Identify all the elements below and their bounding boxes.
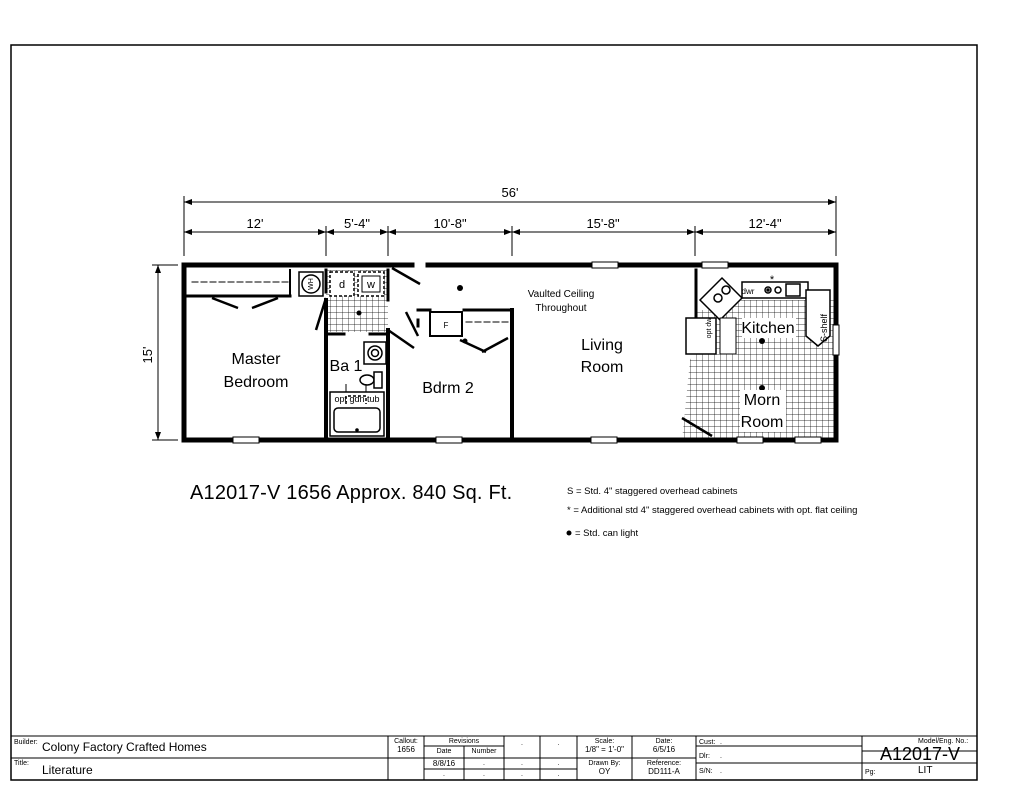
revision-date-value: 8/8/16 (432, 759, 456, 768)
revisions-label: Revisions (448, 738, 480, 745)
title-block-grid (11, 735, 977, 780)
title-value: Literature (42, 763, 93, 777)
can-light (457, 285, 463, 291)
depth-dimension-label: 15' (140, 347, 155, 364)
can-light (356, 310, 362, 316)
kitchen-label: Kitchen (741, 320, 794, 337)
cust-label: Cust: (699, 739, 716, 746)
living-room-label-line1: Living (581, 337, 623, 354)
scale-label: Scale: (594, 738, 615, 745)
dwr-label: dwr (742, 287, 755, 296)
pg-value: LIT (918, 765, 933, 776)
s-shelf-label: S-shelf (819, 313, 829, 342)
can-lights (355, 285, 765, 432)
furnace (429, 311, 463, 337)
can-light (759, 338, 765, 344)
morning-room-label-line2: Room (741, 414, 784, 431)
date-value: 6/5/16 (652, 745, 676, 754)
date-label: Date: (655, 738, 673, 745)
dimension-arrows (155, 199, 836, 440)
opt-dw-label: opt dw (706, 317, 713, 339)
master-bedroom-label-line1: Master (232, 351, 282, 368)
door-swings (211, 266, 713, 438)
drawn-by-value: OY (598, 767, 611, 776)
dlr-value: . (720, 753, 722, 760)
scale-value: 1/8" = 1'-0" (584, 745, 624, 754)
revision-cell: . (557, 760, 560, 767)
callout-label: Callout: (394, 738, 418, 745)
revision-cell: . (521, 740, 523, 747)
plan-caption: A12017-V 1656 Approx. 840 Sq. Ft. (190, 482, 513, 504)
revision-cell: . (557, 771, 560, 778)
vaulted-ceiling-label-line2: Throughout (535, 303, 586, 314)
cust-value: . (720, 739, 722, 746)
dlr-label: Dlr: (699, 753, 710, 760)
reference-label: Reference: (646, 760, 682, 767)
callout-value: 1656 (397, 745, 415, 754)
title-label: Title: (14, 760, 29, 767)
revisions-number-label: Number (471, 748, 497, 755)
revision-cell: . (557, 740, 560, 747)
pg-label: Pg: (865, 769, 876, 776)
sheet-border (10, 44, 978, 781)
can-light (759, 385, 765, 391)
dimension-label-1: 12' (247, 216, 264, 231)
model-value: A12017-V (880, 744, 961, 764)
can-light (462, 338, 468, 344)
revision-number-value: . (483, 760, 485, 767)
star-marker: * (770, 274, 775, 286)
bdrm2-label: Bdrm 2 (422, 380, 474, 397)
reference-value: DD111-A (648, 767, 680, 776)
model-label: Model/Eng. No.: (918, 738, 969, 745)
builder-value: Colony Factory Crafted Homes (42, 740, 207, 754)
revisions-date-label: Date (436, 748, 452, 755)
bath-fixtures (329, 341, 387, 437)
revision-cell: . (443, 771, 445, 778)
dimension-label-2: 5'-4" (344, 216, 370, 231)
walls (181, 262, 839, 443)
bath-label: Ba 1 (330, 358, 363, 375)
water-heater-label: WH (308, 278, 315, 290)
revision-cell: . (521, 771, 523, 778)
master-bedroom-label-line2: Bedroom (224, 374, 289, 391)
washer-label: w (366, 279, 375, 291)
kitchen-fixtures (685, 276, 831, 355)
dryer-label: d (339, 279, 345, 291)
sn-value: . (720, 768, 722, 775)
revision-cell: . (483, 771, 485, 778)
can-light-legend-icon (566, 530, 572, 536)
revision-cell: . (521, 760, 523, 767)
living-room-label-line2: Room (581, 359, 624, 376)
legend-line-can-light: = Std. can light (575, 528, 639, 539)
sn-label: S/N: (699, 768, 713, 775)
dimension-label-4: 15'-8" (586, 216, 620, 231)
dimension-label-3: 10'-8" (433, 216, 467, 231)
legend-line-s: S = Std. 4" staggered overhead cabinets (567, 486, 738, 497)
builder-label: Builder: (14, 739, 38, 746)
can-light (355, 428, 359, 432)
windows (232, 261, 840, 444)
opt-tub-label: opt gdn tub (334, 394, 379, 404)
overall-dimension-label: 56' (502, 185, 519, 200)
morning-room-label-line1: Morn (744, 392, 780, 409)
drawn-by-label: Drawn By: (588, 760, 621, 767)
vaulted-ceiling-label-line1: Vaulted Ceiling (528, 289, 595, 300)
legend-line-star: * = Additional std 4" staggered overhead… (567, 505, 858, 516)
furnace-label: F (444, 321, 449, 330)
dimension-label-5: 12'-4" (748, 216, 782, 231)
laundry-fixtures (298, 271, 385, 297)
